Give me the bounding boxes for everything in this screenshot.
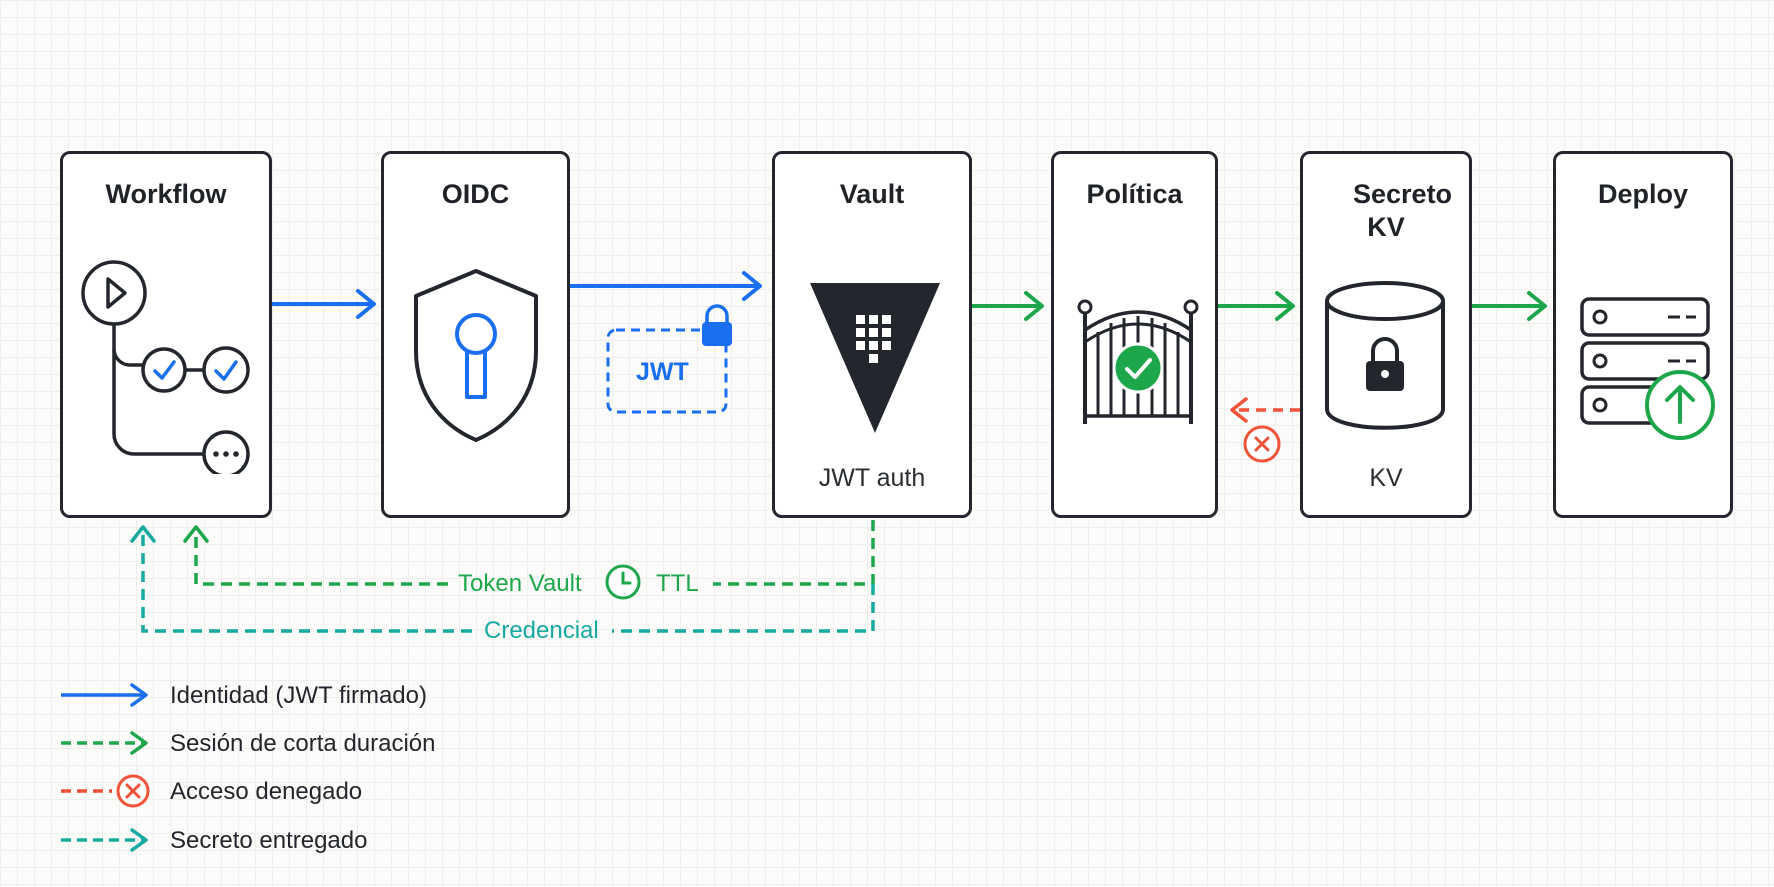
denied-x-icon [1243,425,1281,463]
legend-denied-label: Acceso denegado [170,778,363,805]
legend-secret-delivered-line [61,828,148,852]
session-arrow-secret-deploy [1472,291,1547,321]
workflow-pipeline-icon [81,260,250,474]
legend-session-line [61,731,148,755]
jwt-label: JWT [636,358,689,386]
node-vault: Vault JWT auth [772,151,972,518]
ttl-label: TTL [656,570,699,597]
legend-identity-label: Identidad (JWT firmado) [170,682,427,709]
session-arrow-vault-policy [972,291,1044,321]
vault-triangle-icon [810,283,940,433]
node-title: OIDC [441,179,510,209]
server-upload-icon [1580,297,1715,440]
identity-arrow-oidc-vault [570,271,762,301]
denied-arrow [1230,397,1300,423]
node-title: Secreto KV [1353,179,1453,242]
jwt-lock-icon [702,304,732,346]
legend-secret-delivered-label: Secreto entregado [170,827,368,854]
node-title: Deploy [1597,179,1689,209]
legend-identity-line [61,683,148,707]
node-secret-kv: Secreto KV KV [1300,151,1472,518]
node-policy: Política [1051,151,1218,518]
gate-check-icon [1077,299,1199,424]
session-arrow-policy-secret [1218,291,1295,321]
shield-keyhole-icon [414,269,538,442]
legend-denied-line [61,774,150,808]
node-oidc: OIDC [381,151,570,518]
node-subtitle: KV [1369,464,1403,492]
credential-label: Credencial [484,617,599,644]
node-subtitle: JWT auth [818,464,926,492]
legend-session-label: Sesión de corta duración [170,730,436,757]
node-title: Vault [839,179,905,209]
node-workflow: Workflow [60,151,272,518]
credential-return-path [130,525,875,633]
node-deploy: Deploy [1553,151,1733,518]
database-lock-icon [1325,281,1445,430]
token-vault-label: Token Vault [458,570,582,597]
node-title: Política [1086,179,1183,209]
identity-arrow-workflow-oidc [272,289,376,319]
jwt-token-box [606,328,728,414]
node-title: Workflow [105,179,227,209]
clock-icon [605,564,641,600]
